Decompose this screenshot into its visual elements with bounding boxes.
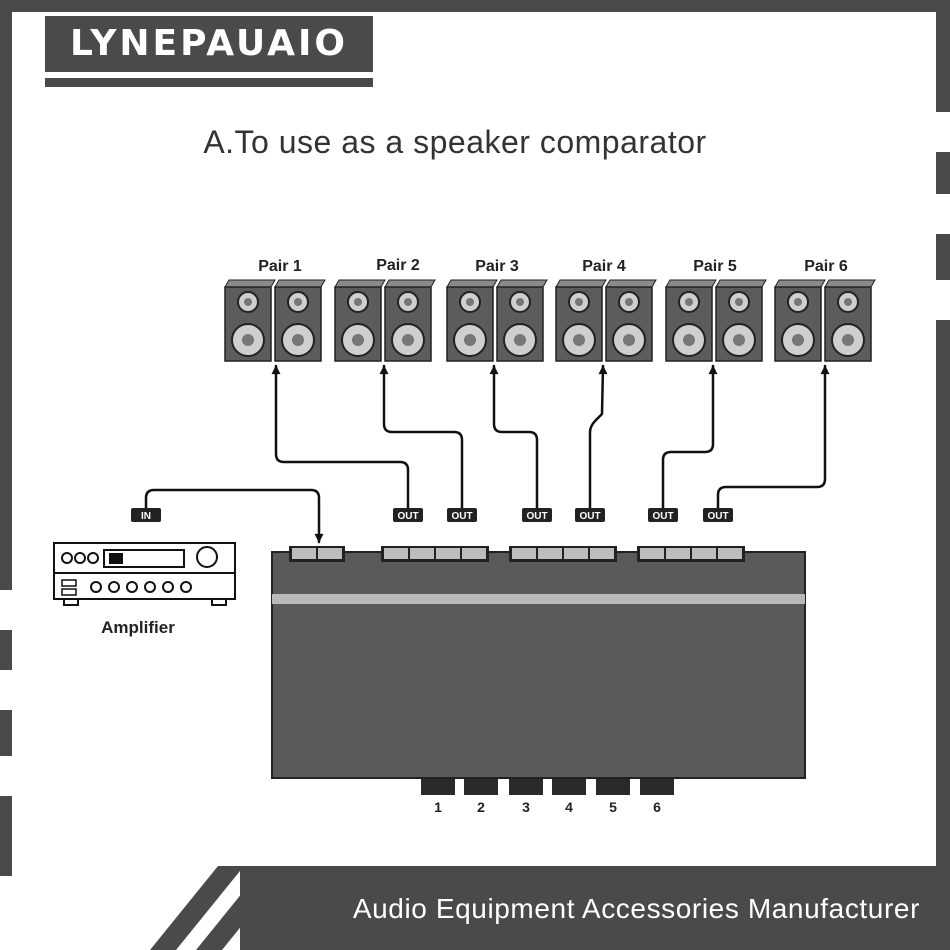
selector-button[interactable]: [421, 779, 455, 795]
speaker-cabinet: [334, 279, 386, 362]
button-label-1: 1: [434, 799, 442, 815]
output-terminal-pairs-3-4: [509, 546, 617, 562]
cable-pair-6: [716, 364, 830, 510]
svg-text:OUT: OUT: [652, 511, 673, 522]
frame-left-bar-segment: [0, 796, 12, 876]
cables: [144, 364, 830, 544]
pair-label-3: Pair 3: [475, 258, 519, 275]
out-tag: OUT: [393, 508, 423, 522]
pair-label-2: Pair 2: [376, 257, 420, 274]
out-tag: OUT: [447, 508, 477, 522]
cable-pair-4: [588, 364, 608, 510]
logo-box: [45, 16, 373, 72]
svg-text:OUT: OUT: [707, 511, 728, 522]
out-tag: OUT: [575, 508, 605, 522]
out-tag: OUT: [522, 508, 552, 522]
selector-buttons: [421, 779, 674, 795]
svg-text:OUT: OUT: [451, 511, 472, 522]
input-terminal: [289, 546, 345, 562]
selector-button[interactable]: [509, 779, 543, 795]
frame-right-bar-segment: [936, 320, 950, 880]
speaker-cabinet: [715, 279, 767, 362]
button-label-2: 2: [477, 799, 485, 815]
footer-tagline: Audio Equipment Accessories Manufacturer: [352, 893, 920, 924]
svg-text:OUT: OUT: [526, 511, 547, 522]
port-tags: OUT OUT OUT OUT OUT OUT IN: [131, 508, 733, 522]
frame-right-bar: [936, 0, 950, 112]
speaker-cabinet: [384, 279, 436, 362]
speaker-cabinet: [274, 279, 326, 362]
pair-label-4: Pair 4: [582, 258, 626, 275]
logo-underline: [45, 78, 373, 87]
frame-right-bar-segment: [936, 234, 950, 280]
cable-pair-1: [271, 364, 410, 510]
speaker-cabinet: [224, 279, 276, 362]
output-terminal-pairs-5-6: [637, 546, 745, 562]
svg-text:OUT: OUT: [397, 511, 418, 522]
button-label-6: 6: [653, 799, 661, 815]
switch-box: [271, 551, 806, 779]
amplifier: [53, 542, 236, 606]
svg-text:IN: IN: [141, 511, 151, 522]
selector-button-labels: 1 2 3 4 5 6: [434, 799, 661, 815]
page-title: A.To use as a speaker comparator: [203, 124, 707, 160]
frame-left-bar-segment: [0, 630, 12, 670]
brand-logo: LYNEPAUAIO: [70, 23, 348, 64]
terminal-strips: [289, 546, 745, 562]
selector-button[interactable]: [640, 779, 674, 795]
cable-pair-2: [379, 364, 464, 510]
speaker-pairs: [224, 279, 876, 362]
speaker-cabinet: [605, 279, 657, 362]
selector-button[interactable]: [464, 779, 498, 795]
button-label-3: 3: [522, 799, 530, 815]
frame-top-bar: [0, 0, 950, 12]
frame-left-bar-segment: [0, 710, 12, 756]
pair-labels: Pair 1 Pair 2 Pair 3 Pair 4 Pair 5 Pair …: [258, 257, 848, 275]
speaker-cabinet: [555, 279, 607, 362]
footer-band: [240, 866, 950, 950]
selector-button[interactable]: [552, 779, 586, 795]
speaker-cabinet: [446, 279, 498, 362]
cable-pair-3: [489, 364, 539, 510]
frame-right-bar-segment: [936, 152, 950, 194]
button-label-5: 5: [609, 799, 617, 815]
svg-text:OUT: OUT: [579, 511, 600, 522]
button-label-4: 4: [565, 799, 573, 815]
output-terminal-pairs-1-2: [381, 546, 489, 562]
cable-amp-in: [144, 488, 324, 544]
amplifier-label: Amplifier: [101, 618, 175, 637]
selector-button[interactable]: [596, 779, 630, 795]
frame-left-bar: [0, 0, 12, 590]
out-tag: OUT: [648, 508, 678, 522]
speaker-cabinet: [824, 279, 876, 362]
pair-label-6: Pair 6: [804, 258, 848, 275]
pair-label-5: Pair 5: [693, 258, 737, 275]
cable-pair-5: [661, 364, 718, 510]
speaker-cabinet: [774, 279, 826, 362]
out-tag: OUT: [703, 508, 733, 522]
pair-label-1: Pair 1: [258, 258, 302, 275]
speaker-cabinet: [496, 279, 548, 362]
in-tag: IN: [131, 508, 161, 522]
speaker-cabinet: [665, 279, 717, 362]
